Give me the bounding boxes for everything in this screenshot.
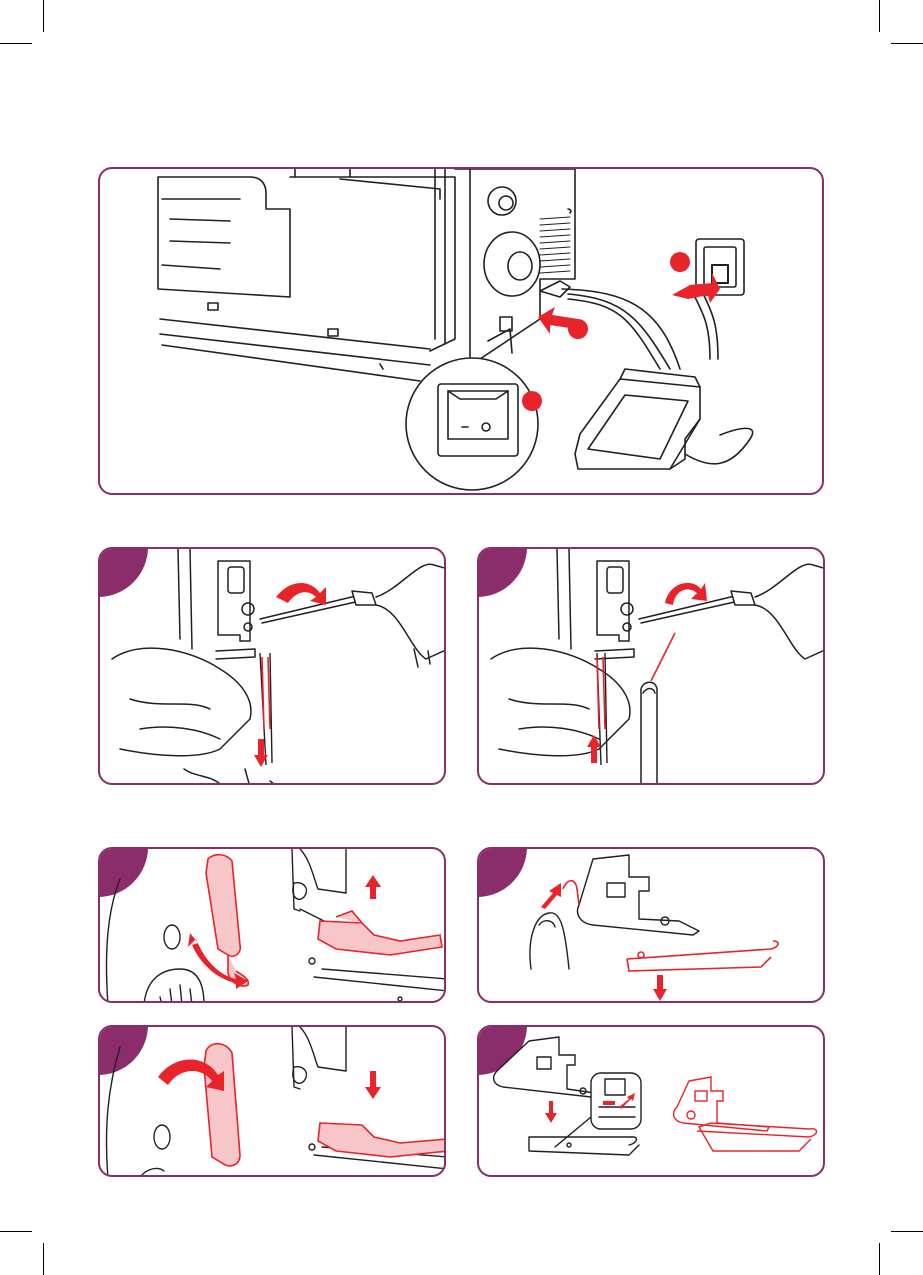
attach-foot-illustration <box>479 1027 825 1177</box>
detail-zoom-icon <box>591 1073 641 1129</box>
panel-attach-foot <box>477 1025 825 1177</box>
rotate-left-arrow-icon <box>276 583 326 605</box>
pointer-line <box>651 633 675 681</box>
down-arrow-icon <box>365 1071 381 1099</box>
crop-mark-bl-h <box>0 1231 32 1232</box>
raise-presser-foot-illustration <box>100 849 446 1003</box>
finger-icon <box>530 913 569 969</box>
panel-raise-presser-foot <box>98 847 446 1003</box>
crop-mark-br-h <box>891 1231 923 1232</box>
crop-mark-tl-v <box>43 0 44 32</box>
sewing-machine-rear-icon <box>100 169 824 495</box>
presser-foot-icon <box>627 941 778 971</box>
down-arrow-icon <box>545 1101 557 1123</box>
presser-foot-lever-icon <box>204 1044 240 1166</box>
crop-mark-bl-v <box>43 1243 44 1275</box>
needle-removal-illustration <box>100 549 446 785</box>
panel-needle-insertion <box>477 547 825 785</box>
foot-holder-icon <box>494 1037 595 1097</box>
rotate-right-arrow-icon <box>665 583 707 605</box>
release-foot-illustration <box>479 849 825 1003</box>
crop-mark-br-v <box>879 1243 880 1275</box>
crop-mark-tr-h <box>891 43 923 44</box>
crop-mark-tl-h <box>0 43 32 44</box>
release-arrow-icon <box>541 883 561 909</box>
lower-presser-foot-illustration <box>100 1027 446 1177</box>
presser-foot-icon <box>318 911 442 955</box>
panel-needle-removal <box>98 547 446 785</box>
crop-mark-tr-v <box>879 0 880 32</box>
panel-power-connection <box>98 167 824 495</box>
panel-lower-presser-foot <box>98 1025 446 1177</box>
down-arrow-icon <box>653 975 667 1001</box>
needle-tool-icon <box>641 682 657 785</box>
needle-insertion-illustration <box>479 549 825 785</box>
presser-foot-icon <box>318 1123 446 1157</box>
foot-holder-icon <box>578 855 699 935</box>
panel-release-foot <box>477 847 825 1003</box>
up-arrow-icon <box>365 875 381 899</box>
presser-foot-icon <box>674 1077 817 1151</box>
